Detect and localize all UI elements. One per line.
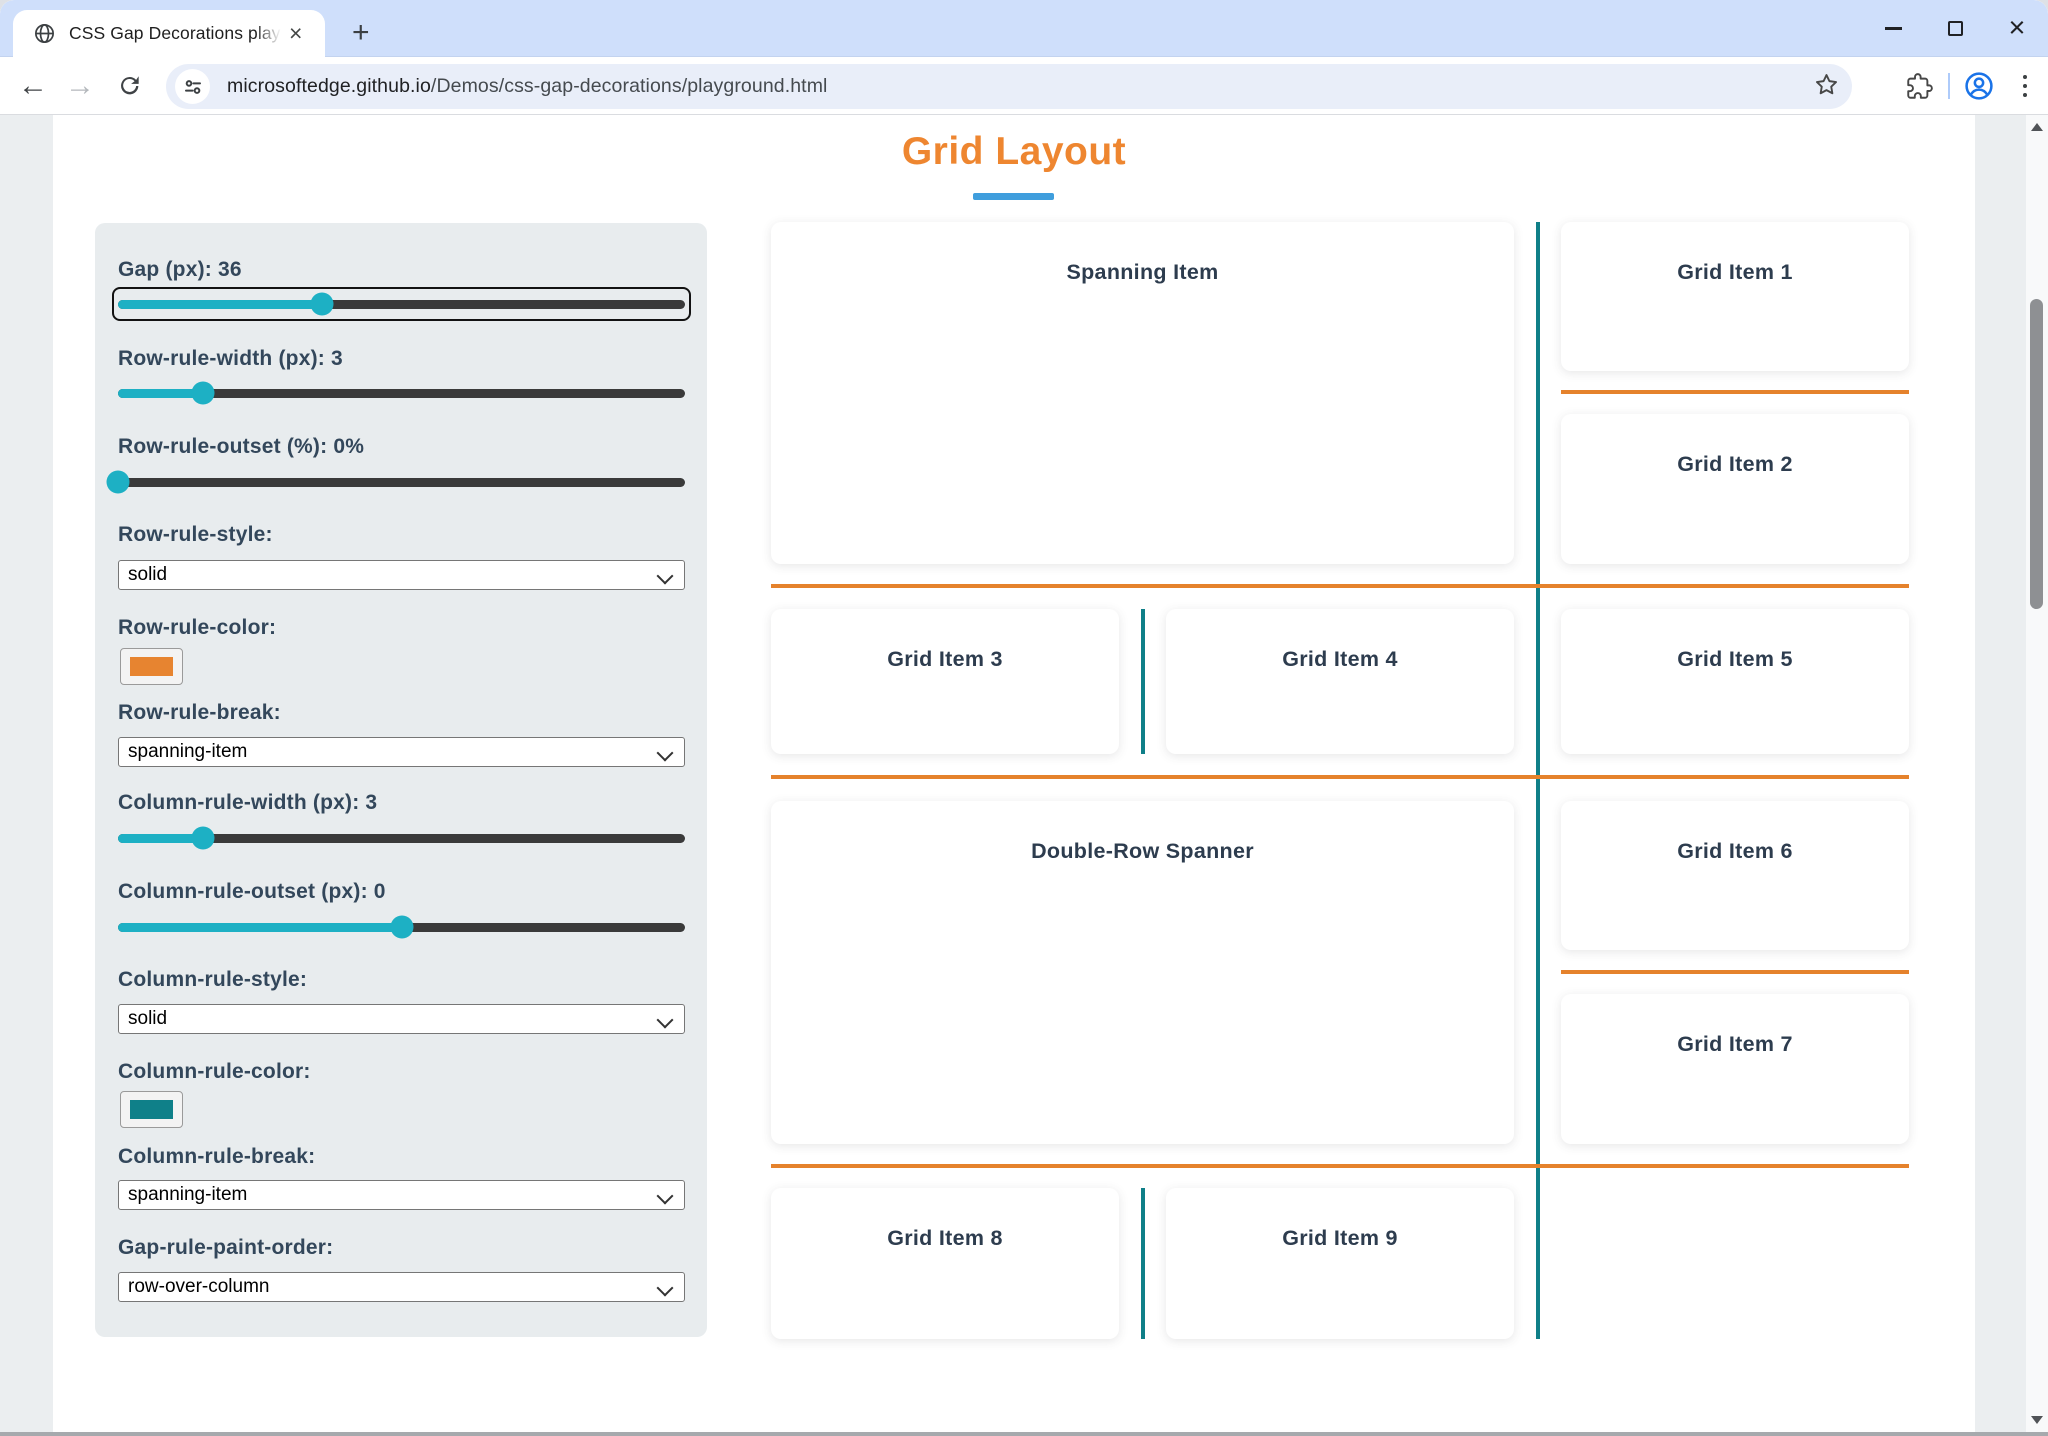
close-button[interactable]: ×	[1986, 0, 2048, 57]
row-rule-color-label: Row-rule-color:	[118, 616, 277, 639]
kebab-icon	[2022, 74, 2028, 98]
grid-card-6: Grid Item 6	[1561, 801, 1909, 950]
tab-strip: CSS Gap Decorations playgroun × + ×	[0, 0, 2048, 57]
gap-slider[interactable]	[118, 292, 685, 316]
url-path: /Demos/css-gap-decorations/playground.ht…	[430, 75, 828, 97]
profile-button[interactable]	[1956, 70, 2002, 102]
column-rule-break-select[interactable]: spanning-item	[118, 1180, 685, 1210]
tab-close-icon[interactable]: ×	[289, 20, 303, 46]
row-rule-outset-label: Row-rule-outset (%): 0%	[118, 435, 365, 458]
slider-thumb[interactable]	[191, 826, 215, 850]
browser-tab[interactable]: CSS Gap Decorations playgroun ×	[13, 10, 325, 57]
column-rule-outset-slider[interactable]	[118, 915, 685, 939]
grid-card-4: Grid Item 4	[1166, 609, 1514, 754]
window-controls: ×	[1862, 0, 2048, 57]
maximize-icon	[1947, 21, 1963, 36]
row-rule-line	[771, 584, 1909, 588]
toolbar-right	[1896, 57, 2048, 115]
maximize-button[interactable]	[1924, 0, 1986, 57]
row-rule-width-slider[interactable]	[118, 381, 685, 405]
tab-title: CSS Gap Decorations playgroun	[69, 23, 281, 44]
column-rule-width-slider[interactable]	[118, 826, 685, 850]
row-rule-break-label: Row-rule-break:	[118, 701, 281, 724]
column-rule-style-label: Column-rule-style:	[118, 968, 308, 991]
grid-card-5: Grid Item 5	[1561, 609, 1909, 754]
slider-thumb[interactable]	[106, 470, 130, 494]
page-content: Grid Layout Gap (px): 36 Row-rule-width …	[0, 115, 2048, 1432]
scroll-up-icon[interactable]	[2031, 123, 2043, 131]
title-underline	[973, 193, 1054, 200]
row-rule-line	[771, 775, 1909, 779]
url-text[interactable]: microsoftedge.github.io/Demos/css-gap-de…	[227, 75, 827, 98]
toolbar-divider	[1948, 73, 1950, 99]
menu-button[interactable]	[2002, 74, 2048, 98]
slider-thumb[interactable]	[191, 381, 215, 405]
row-rule-line	[1561, 970, 1909, 974]
grid-card-1: Grid Item 1	[1561, 222, 1909, 371]
row-rule-style-label: Row-rule-style:	[118, 523, 273, 546]
controls-panel: Gap (px): 36 Row-rule-width (px): 3 Row-…	[95, 223, 707, 1337]
column-rule-color-swatch	[130, 1100, 173, 1119]
globe-icon	[35, 24, 54, 43]
gap-rule-paint-order-select[interactable]: row-over-column	[118, 1272, 685, 1302]
avatar-icon	[1965, 72, 1993, 100]
vertical-scrollbar[interactable]	[2026, 115, 2048, 1432]
gap-rule-paint-order-label: Gap-rule-paint-order:	[118, 1236, 334, 1259]
address-bar[interactable]: microsoftedge.github.io/Demos/css-gap-de…	[166, 64, 1852, 109]
grid-card-9: Grid Item 9	[1166, 1188, 1514, 1339]
grid-card-double-row-spanner: Double-Row Spanner	[771, 801, 1514, 1144]
row-rule-break-select[interactable]: spanning-item	[118, 737, 685, 767]
minimize-icon	[1884, 27, 1902, 30]
grid-card-7: Grid Item 7	[1561, 994, 1909, 1144]
column-rule-color-input[interactable]	[120, 1091, 183, 1128]
site-info-button[interactable]	[175, 69, 210, 104]
slider-thumb[interactable]	[310, 292, 334, 316]
close-icon: ×	[2008, 12, 2026, 44]
row-rule-style-select[interactable]: solid	[118, 560, 685, 590]
column-rule-color-label: Column-rule-color:	[118, 1060, 311, 1083]
gap-slider-focus-ring	[112, 287, 691, 321]
column-rule-break-label: Column-rule-break:	[118, 1145, 316, 1168]
grid-card-spanning: Spanning Item	[771, 222, 1514, 564]
grid-card-2: Grid Item 2	[1561, 414, 1909, 564]
column-rule-outset-label: Column-rule-outset (px): 0	[118, 880, 386, 903]
scrollbar-thumb[interactable]	[2030, 299, 2043, 609]
browser-toolbar: ← → microsoftedge.github.io/Demos/css-ga…	[0, 57, 2048, 115]
grid-card-3: Grid Item 3	[771, 609, 1119, 754]
back-button[interactable]: ←	[18, 69, 48, 102]
bookmark-button[interactable]	[1813, 71, 1840, 103]
gap-label: Gap (px): 36	[118, 258, 242, 281]
row-rule-outset-slider[interactable]	[106, 470, 685, 494]
column-rule-style-select[interactable]: solid	[118, 1004, 685, 1034]
row-rule-line	[1561, 390, 1909, 394]
minimize-button[interactable]	[1862, 0, 1924, 57]
new-tab-button[interactable]: +	[352, 16, 370, 49]
row-rule-color-swatch	[130, 657, 173, 676]
window-bottom-edge	[0, 1432, 2048, 1436]
page-title: Grid Layout	[901, 130, 1127, 173]
page-main: Grid Layout Gap (px): 36 Row-rule-width …	[53, 115, 1975, 1432]
star-icon	[1815, 73, 1838, 94]
grid-demo: Spanning Item Grid Item 1 Grid Item 2 Gr…	[771, 222, 1910, 1339]
extensions-button[interactable]	[1896, 72, 1942, 100]
url-domain: microsoftedge.github.io	[227, 75, 431, 97]
row-rule-line	[771, 1164, 1909, 1168]
forward-button[interactable]: →	[65, 69, 95, 102]
row-rule-width-label: Row-rule-width (px): 3	[118, 347, 343, 370]
column-rule-line	[1141, 609, 1145, 754]
column-rule-line	[1141, 1188, 1145, 1339]
puzzle-icon	[1906, 72, 1933, 99]
row-rule-color-input[interactable]	[120, 648, 183, 685]
scroll-down-icon[interactable]	[2031, 1416, 2043, 1424]
column-rule-line	[1536, 222, 1540, 1339]
grid-card-8: Grid Item 8	[771, 1188, 1119, 1339]
reload-button[interactable]	[108, 57, 152, 115]
slider-thumb[interactable]	[390, 915, 413, 939]
reload-icon	[121, 76, 139, 95]
column-rule-width-label: Column-rule-width (px): 3	[118, 791, 378, 814]
tune-icon	[184, 79, 201, 94]
